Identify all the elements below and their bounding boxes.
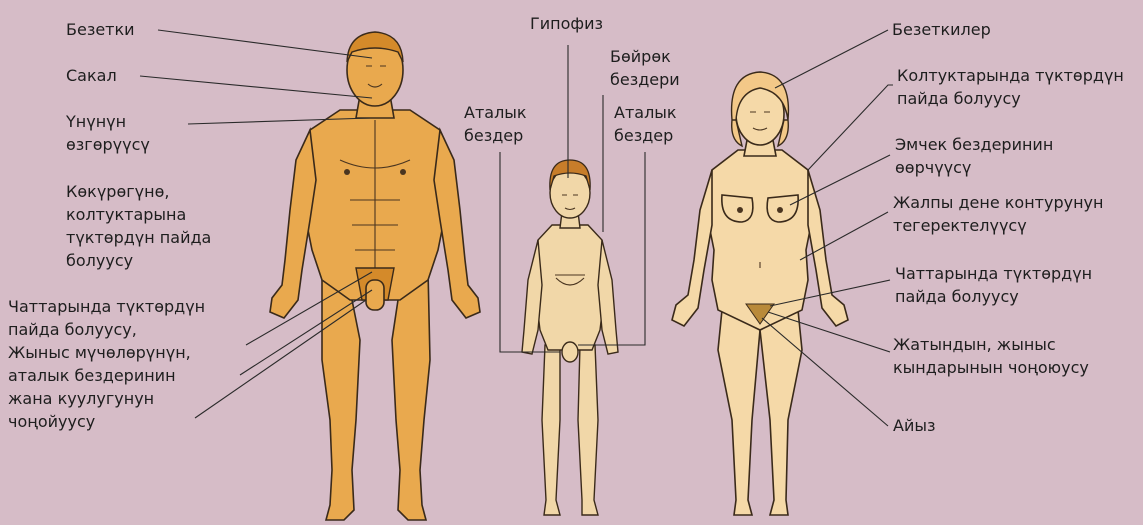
label-breast: Эмчек бездеринин өөрчүүсү [895,133,1053,179]
label-menses: Айыз [893,414,935,437]
label-female-glands: Безеткилер [892,18,991,41]
label-beard: Сакал [66,64,117,87]
label-body-contour: Жалпы дене контурунун тегеректелүүсү [893,191,1103,237]
label-male-glands: Безетки [66,18,135,41]
label-armpit-hair: Колтуктарында түктөрдүн пайда болуусу [897,64,1124,110]
label-pituitary: Гипофиз [530,12,603,35]
female-figure [672,72,848,515]
label-female-pubic: Чаттарында түктөрдүн пайда болуусу [895,262,1092,308]
label-testes-right: Аталык бездер [614,101,677,147]
label-adrenal: Бөйрөк бездери [610,45,680,91]
label-male-pubic: Чаттарында түктөрдүн пайда болуусу, Жыны… [8,295,205,433]
label-uterus: Жатындын, жыныс кындарынын чоңоюусу [893,333,1089,379]
label-testes-left: Аталык бездер [464,101,527,147]
label-chest-hair: Көкүрөгүнө, колтуктарына түктөрдүн пайда… [66,180,211,272]
label-voice-change: Үнүнүн өзгөрүүсү [66,110,150,156]
child-figure [522,160,618,515]
male-figure [270,32,480,520]
